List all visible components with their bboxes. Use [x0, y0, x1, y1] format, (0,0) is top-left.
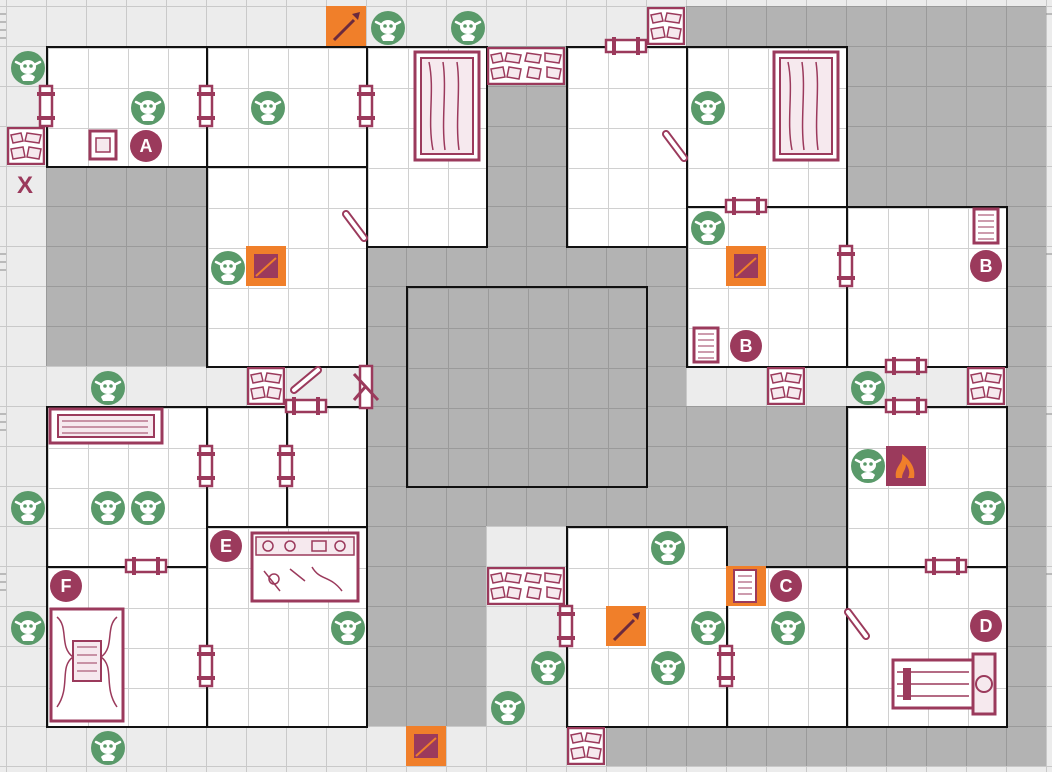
- open-door-icon[interactable]: [342, 210, 368, 244]
- rubble-icon: [7, 127, 45, 165]
- rock-bottom-mid: [366, 526, 486, 726]
- door-icon[interactable]: [724, 196, 768, 216]
- chest-icon: [88, 129, 118, 161]
- torture-rack-icon: [891, 652, 997, 716]
- open-door-icon[interactable]: [290, 364, 324, 394]
- tomb-icon: [49, 607, 125, 723]
- goblin-icon[interactable]: [530, 650, 566, 686]
- goblin-icon[interactable]: [330, 610, 366, 646]
- goblin-icon[interactable]: [650, 530, 686, 566]
- marker-c: C: [770, 570, 802, 602]
- marker-x: X: [17, 172, 34, 199]
- goblin-icon[interactable]: [450, 10, 486, 46]
- goblin-icon[interactable]: [850, 448, 886, 484]
- room-a: [46, 46, 208, 168]
- goblin-icon[interactable]: [690, 610, 726, 646]
- door-icon[interactable]: [884, 396, 928, 416]
- rock-bottom-strip: [606, 726, 1046, 766]
- crate-icon: [692, 326, 720, 364]
- marker-e: E: [210, 530, 242, 562]
- rock-center-inner: [408, 288, 646, 486]
- crate-icon: [972, 207, 1000, 245]
- table-icon: [48, 407, 164, 445]
- goblin-icon[interactable]: [130, 490, 166, 526]
- pit-trap-icon: [726, 246, 766, 286]
- rubble-icon: [487, 567, 565, 605]
- rubble-icon: [967, 367, 1005, 405]
- goblin-icon[interactable]: [90, 730, 126, 766]
- goblin-icon[interactable]: [90, 370, 126, 406]
- door-icon[interactable]: [836, 244, 856, 288]
- rubble-icon: [767, 367, 805, 405]
- door-icon[interactable]: [716, 644, 736, 688]
- goblin-icon[interactable]: [210, 250, 246, 286]
- rock-top-right: [686, 6, 1046, 46]
- rock-left-block: [46, 166, 206, 366]
- cupboard-icon: [772, 50, 840, 162]
- goblin-icon[interactable]: [90, 490, 126, 526]
- rock-mid-right: [686, 406, 846, 566]
- goblin-icon[interactable]: [490, 690, 526, 726]
- goblin-icon[interactable]: [690, 210, 726, 246]
- goblin-icon[interactable]: [10, 50, 46, 86]
- door-icon[interactable]: [196, 644, 216, 688]
- cupboard-icon: [413, 50, 481, 162]
- open-door-icon[interactable]: [662, 130, 688, 164]
- marker-d: D: [970, 610, 1002, 642]
- broken-door-icon[interactable]: [352, 364, 380, 410]
- crate-trap-icon: [726, 566, 766, 606]
- room-mid-left: [206, 166, 368, 368]
- room-top-4: [566, 46, 688, 248]
- rock-room-right: [846, 46, 1006, 206]
- rubble-icon: [647, 7, 685, 45]
- spear-trap-icon: [606, 606, 646, 646]
- pit-trap-icon: [246, 246, 286, 286]
- rubble-icon: [487, 47, 565, 85]
- goblin-icon[interactable]: [650, 650, 686, 686]
- open-door-icon[interactable]: [844, 608, 870, 642]
- marker-b: B: [730, 330, 762, 362]
- door-icon[interactable]: [356, 84, 376, 128]
- goblin-icon[interactable]: [850, 370, 886, 406]
- alchemist-bench-icon: [250, 531, 360, 603]
- goblin-icon[interactable]: [10, 610, 46, 646]
- marker-a: A: [130, 130, 162, 162]
- rock-right-column: [1006, 6, 1046, 726]
- spear-trap-icon: [326, 6, 366, 46]
- marker-f: F: [50, 570, 82, 602]
- door-icon[interactable]: [884, 356, 928, 376]
- door-icon[interactable]: [36, 84, 56, 128]
- goblin-icon[interactable]: [10, 490, 46, 526]
- door-icon[interactable]: [276, 444, 296, 488]
- goblin-icon[interactable]: [770, 610, 806, 646]
- door-icon[interactable]: [196, 444, 216, 488]
- pit-trap-icon: [406, 726, 446, 766]
- goblin-icon[interactable]: [370, 10, 406, 46]
- door-icon[interactable]: [924, 556, 968, 576]
- door-icon[interactable]: [124, 556, 168, 576]
- goblin-icon[interactable]: [690, 90, 726, 126]
- door-icon[interactable]: [604, 36, 648, 56]
- door-icon[interactable]: [196, 84, 216, 128]
- goblin-icon[interactable]: [250, 90, 286, 126]
- rubble-icon: [567, 727, 605, 765]
- door-icon[interactable]: [556, 604, 576, 648]
- fireplace-icon: [886, 446, 926, 486]
- rubble-icon: [247, 367, 285, 405]
- goblin-icon[interactable]: [970, 490, 1006, 526]
- marker-b: B: [970, 250, 1002, 282]
- door-icon[interactable]: [284, 396, 328, 416]
- goblin-icon[interactable]: [130, 90, 166, 126]
